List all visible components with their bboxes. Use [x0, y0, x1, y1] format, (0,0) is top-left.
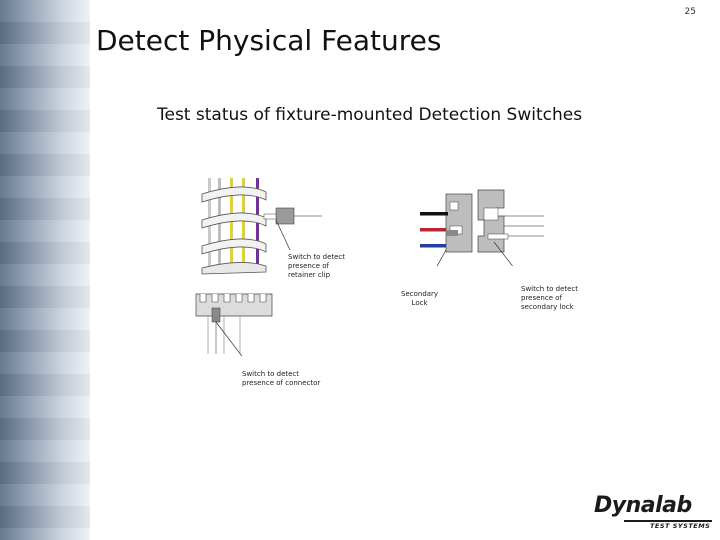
harness-connector-figure [195, 178, 322, 356]
slide-title: Detect Physical Features [96, 24, 442, 57]
page-number: 25 [684, 7, 696, 17]
callout-secondary-lock: Secondary Lock [401, 290, 438, 308]
callout-line: Switch to detect [242, 370, 300, 378]
callout-line: secondary lock [521, 303, 574, 311]
callout-line: Lock [411, 299, 428, 307]
slide-subtitle: Test status of fixture-mounted Detection… [157, 105, 583, 125]
callout-connector: Switch to detect presence of connector [242, 370, 320, 388]
callout-secondary-lock-switch: Switch to detect presence of secondary l… [521, 285, 578, 312]
callout-line: Switch to detect [288, 253, 346, 261]
dynalab-logo: Dynalab TEST SYSTEMS [594, 493, 714, 533]
callout-line: Switch to detect [521, 285, 579, 293]
logo-name: Dynalab [594, 493, 692, 518]
callout-line: retainer clip [288, 271, 331, 279]
secondary-lock-figure [420, 189, 544, 266]
callout-line: presence of [521, 294, 562, 302]
callout-line: presence of [288, 262, 329, 270]
callout-line: Secondary [401, 290, 439, 298]
logo-tagline: TEST SYSTEMS [650, 522, 711, 530]
logo-underline [624, 520, 712, 522]
callout-retainer-clip: Switch to detect presence of retainer cl… [288, 253, 345, 280]
side-decoration-band [0, 0, 90, 540]
callout-line: presence of connector [242, 379, 321, 387]
